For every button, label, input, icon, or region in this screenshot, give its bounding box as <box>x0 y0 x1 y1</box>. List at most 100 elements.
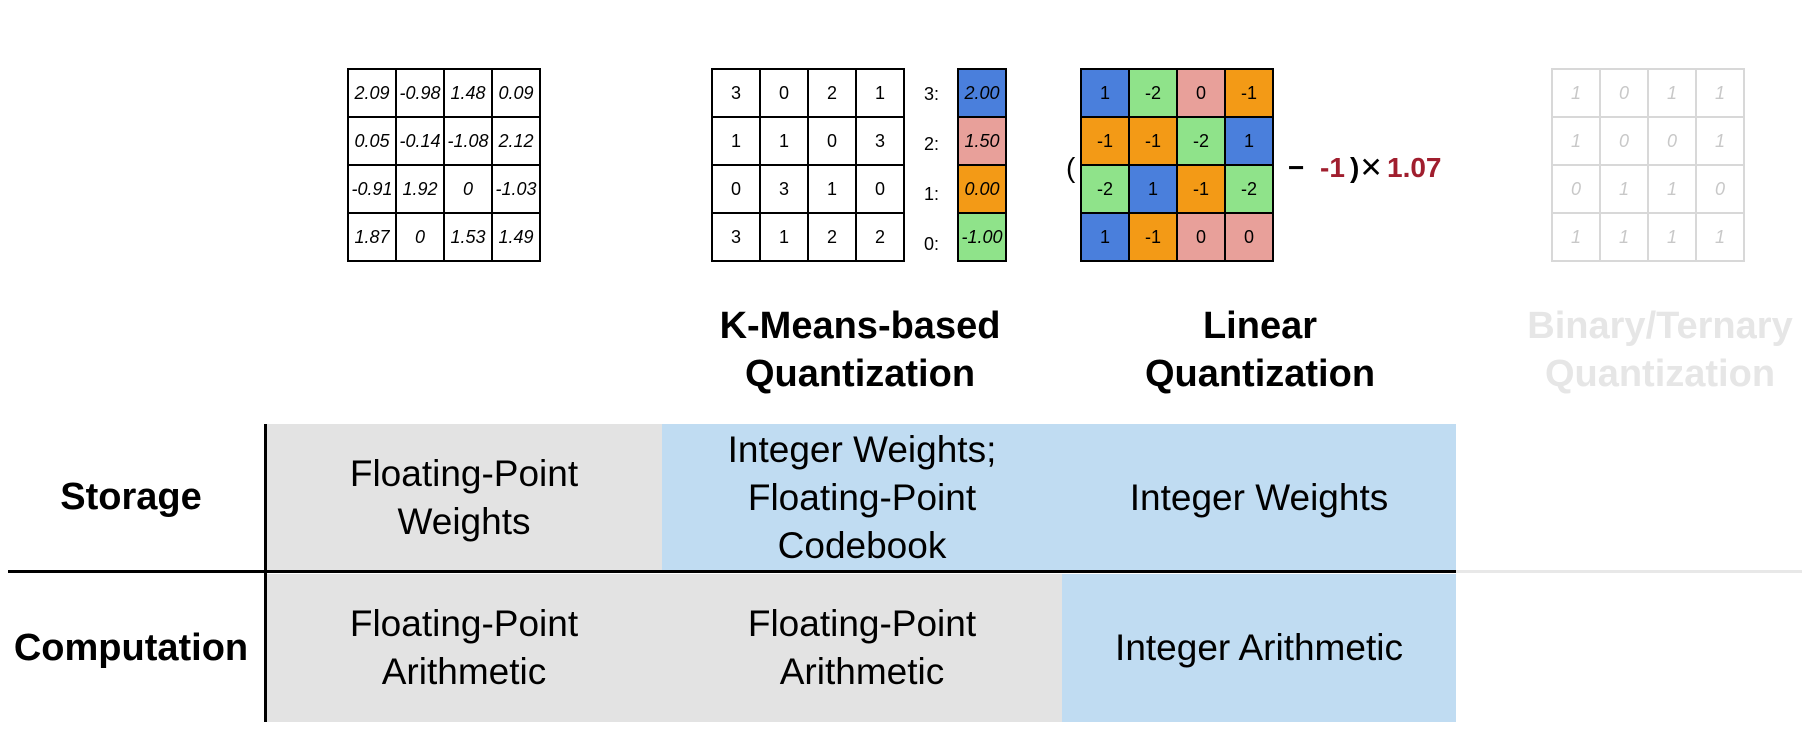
matrix-cell: 1 <box>1130 166 1178 214</box>
matrix-cell: 1 <box>761 214 809 262</box>
matrix-cell: 1 <box>1601 214 1649 262</box>
matrix-cell: -1 <box>1130 118 1178 166</box>
matrix-cell: 1 <box>1697 70 1745 118</box>
matrix-cell: -0.91 <box>349 166 397 214</box>
matrix-cell: -1 <box>1178 166 1226 214</box>
matrix-cell: 3 <box>761 166 809 214</box>
binary-title-line2: Quantization <box>1544 353 1776 395</box>
storage-original-cell: Floating-Point Weights <box>266 424 662 572</box>
close-paren-times: )✕ <box>1350 152 1383 183</box>
codebook-value: 0.00 <box>959 166 1007 214</box>
matrix-cell: 1.53 <box>445 214 493 262</box>
matrix-cell: 2 <box>809 214 857 262</box>
scale-value: 1.07 <box>1387 152 1442 183</box>
matrix-cell: 0 <box>713 166 761 214</box>
matrix-cell: -0.14 <box>397 118 445 166</box>
matrix-cell: 0 <box>1178 214 1226 262</box>
matrix-cell: 1 <box>713 118 761 166</box>
horizontal-divider-faded <box>1456 570 1802 573</box>
matrix-cell: -0.98 <box>397 70 445 118</box>
matrix-cell: 0 <box>1697 166 1745 214</box>
matrix-cell: 0 <box>445 166 493 214</box>
matrix-cell: 0.09 <box>493 70 541 118</box>
codebook-value: 1.50 <box>959 118 1007 166</box>
matrix-cell: 1.87 <box>349 214 397 262</box>
matrix-cell: -1 <box>1130 214 1178 262</box>
matrix-cell: 0 <box>1649 118 1697 166</box>
matrix-cell: 1 <box>1553 118 1601 166</box>
matrix-cell: 1 <box>761 118 809 166</box>
matrix-cell: 1 <box>1553 214 1601 262</box>
codebook-index: 3: <box>924 84 940 104</box>
matrix-cell: 0 <box>397 214 445 262</box>
codebook-index: 2: <box>924 134 940 154</box>
linear-title-line1: Linear <box>1202 305 1318 347</box>
matrix-cell: 0 <box>857 166 905 214</box>
matrix-cell: -1 <box>1226 70 1274 118</box>
matrix-cell: 1 <box>1226 118 1274 166</box>
storage-linear-cell: Integer Weights <box>1062 424 1456 572</box>
matrix-cell: 0 <box>1601 118 1649 166</box>
matrix-cell: 1.92 <box>397 166 445 214</box>
linear-title: Linear Quantization <box>1080 302 1440 398</box>
kmeans-title-line1: K-Means-based <box>719 305 1001 347</box>
zero-point-value: -1 <box>1320 152 1345 183</box>
matrix-cell: 3 <box>713 70 761 118</box>
matrix-cell: 0 <box>761 70 809 118</box>
row-label-storage: Storage <box>60 475 202 518</box>
codebook-value: 2.00 <box>959 70 1007 118</box>
vertical-divider <box>264 424 267 722</box>
matrix-cell: 0 <box>1553 166 1601 214</box>
matrix-cell: 1.49 <box>493 214 541 262</box>
binary-title-line1: Binary/Ternary <box>1527 305 1793 347</box>
matrix-cell: 1 <box>1082 214 1130 262</box>
codebook-index: 1: <box>924 184 940 204</box>
matrix-cell: -2 <box>1082 166 1130 214</box>
matrix-cell: 0 <box>1178 70 1226 118</box>
matrix-cell: 1 <box>1697 214 1745 262</box>
matrix-cell: 1 <box>1649 70 1697 118</box>
computation-kmeans-cell: Floating-Point Arithmetic <box>662 574 1062 722</box>
minus-sign: − <box>1288 152 1305 183</box>
horizontal-divider <box>8 570 1456 573</box>
open-paren: ( <box>1066 152 1076 183</box>
kmeans-title-line2: Quantization <box>744 353 976 395</box>
kmeans-title: K-Means-based Quantization <box>680 302 1040 398</box>
binary-title: Binary/Ternary Quantization <box>1480 302 1802 398</box>
computation-original-cell: Floating-Point Arithmetic <box>266 574 662 722</box>
matrix-cell: 1 <box>1649 166 1697 214</box>
matrix-cell: 0 <box>1226 214 1274 262</box>
matrix-cell: -2 <box>1130 70 1178 118</box>
matrix-cell: 1 <box>1082 70 1130 118</box>
matrix-cell: 0 <box>1601 70 1649 118</box>
matrix-cell: 2.09 <box>349 70 397 118</box>
matrix-cell: 0 <box>809 118 857 166</box>
row-label-computation: Computation <box>13 626 249 669</box>
matrix-cell: -2 <box>1226 166 1274 214</box>
matrix-cell: 1 <box>1553 70 1601 118</box>
matrix-cell: 3 <box>713 214 761 262</box>
matrix-cell: -1.08 <box>445 118 493 166</box>
matrix-cell: 1.48 <box>445 70 493 118</box>
matrix-cell: 1 <box>1649 214 1697 262</box>
storage-kmeans-cell: Integer Weights; Floating-Point Codebook <box>662 424 1062 572</box>
matrix-cell: 2 <box>809 70 857 118</box>
matrix-cell: -2 <box>1178 118 1226 166</box>
matrix-cell: 1 <box>809 166 857 214</box>
matrix-cell: 1 <box>1697 118 1745 166</box>
matrix-cell: 3 <box>857 118 905 166</box>
codebook-value: -1.00 <box>959 214 1007 262</box>
matrix-cell: 1 <box>857 70 905 118</box>
matrix-cell: 2 <box>857 214 905 262</box>
matrix-cell: -1.03 <box>493 166 541 214</box>
matrix-cell: 1 <box>1601 166 1649 214</box>
matrix-cell: -1 <box>1082 118 1130 166</box>
computation-linear-cell: Integer Arithmetic <box>1062 574 1456 722</box>
matrix-cell: 2.12 <box>493 118 541 166</box>
linear-title-line2: Quantization <box>1144 353 1376 395</box>
